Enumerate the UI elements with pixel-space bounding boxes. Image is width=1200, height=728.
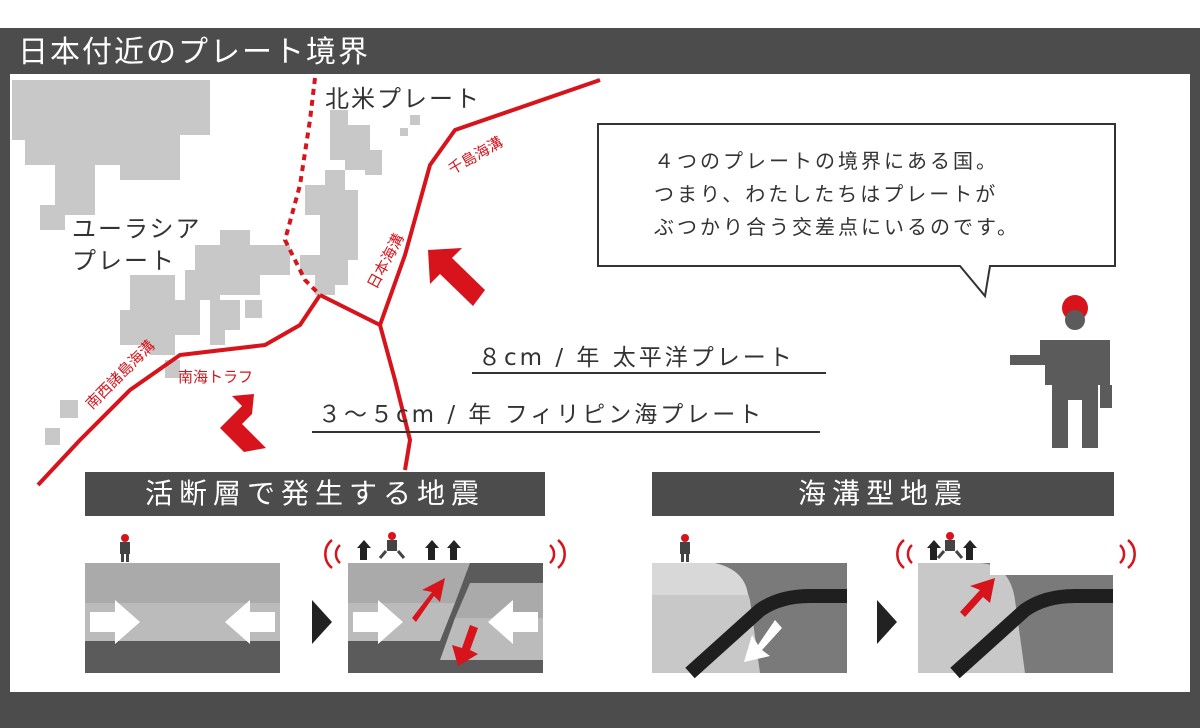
pacific-arrow-icon: [428, 248, 485, 306]
plate-boundaries: [36, 77, 601, 487]
philippine-plate-underline: [312, 431, 820, 433]
kuril-trench-label: 千島海溝: [445, 133, 506, 179]
person-pointing-icon: [1010, 295, 1112, 448]
nankai-ryukyu-line: [36, 293, 322, 487]
page-title: 日本付近のプレート境界: [18, 35, 370, 70]
eurasia-na-boundary: [283, 77, 322, 297]
trench-earthquake-banner: 海溝型地震: [652, 472, 1114, 516]
kuril-trench-line: [378, 78, 601, 326]
eurasian-plate-label-line2: プレート: [72, 247, 176, 275]
japan-land: [185, 110, 420, 345]
pacific-plate-speed: ８cm / 年 太平洋プレート: [478, 345, 795, 371]
motion-arrows: [220, 248, 485, 452]
japan-trench-line: [378, 324, 412, 471]
vibration-arcs-icon: [324, 539, 566, 569]
nankai-trough-label: 南海トラフ: [178, 368, 253, 386]
eurasia-land: [12, 80, 210, 445]
active-fault-diagram-before: [85, 534, 280, 673]
sagami-line: [319, 293, 381, 327]
triangle-right-icon: [312, 600, 332, 644]
north-american-plate-label: 北米プレート: [325, 85, 481, 113]
active-fault-banner: 活断層で発生する地震: [85, 472, 545, 516]
triangle-right-icon-2: [877, 600, 897, 644]
philippine-plate-speed: ３～５cm / 年 フィリピン海プレート: [318, 402, 765, 428]
pacific-plate-underline: [472, 372, 826, 374]
trench-diagram-after: [896, 532, 1136, 679]
bubble-line-3: ぶつかり合う交差点にいるのです。: [654, 215, 1020, 239]
bubble-line-2: つまり、わたしたちはプレートが: [654, 182, 999, 206]
speech-bubble: [597, 123, 1116, 299]
trench-diagram-before: [652, 534, 847, 679]
philippine-arrow-icon: [220, 394, 266, 452]
eurasian-plate-label-line1: ユーラシア: [72, 215, 202, 243]
bubble-line-1: ４つのプレートの境界にある国。: [654, 149, 999, 173]
active-fault-diagram-after: [324, 532, 566, 673]
